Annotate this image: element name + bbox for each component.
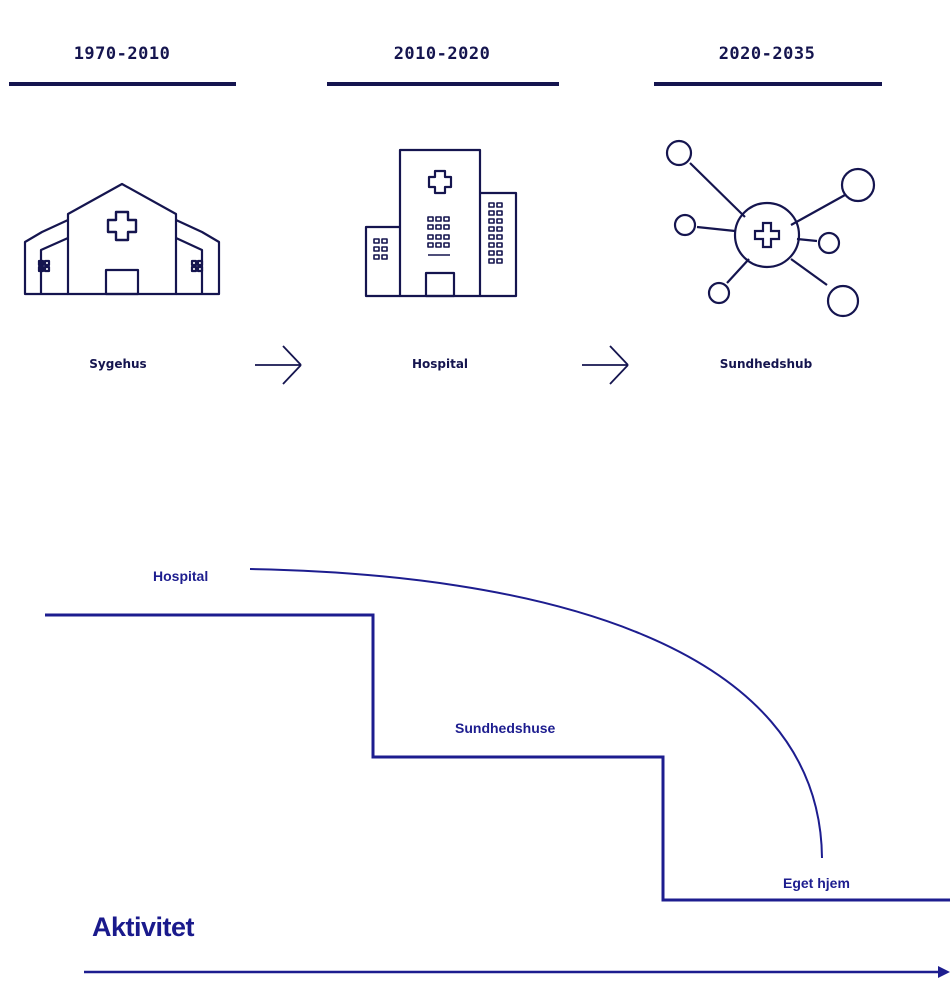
period-1970-2010: 1970-2010 [73,44,171,64]
activity-staircase-line [45,613,950,902]
hospital-activity-curve [249,568,823,859]
time-axis-arrowhead [938,966,950,978]
period-2010-2020: 2010-2020 [393,44,491,64]
period-divider [327,82,559,86]
hospital-tower-icon [364,148,518,298]
era-label-hospital: Hospital [411,357,469,371]
arrow-right-icon [582,345,629,385]
era-label-sundhedshub: Sundhedshub [719,357,813,371]
period-divider [654,82,882,86]
network-hub-icon [665,139,876,318]
flow-label-sundhedshuse: Sundhedshuse [455,720,556,736]
era-label-sygehus: Sygehus [89,357,147,371]
period-2020-2035: 2020-2035 [718,44,816,64]
axis-label-aktivitet: Aktivitet [92,912,195,942]
flow-label-hospital: Hospital [153,568,209,584]
sygehus-building-icon [23,182,221,296]
period-divider [9,82,236,86]
flow-label-eget-hjem: Eget hjem [783,875,850,891]
arrow-right-icon [255,345,302,385]
